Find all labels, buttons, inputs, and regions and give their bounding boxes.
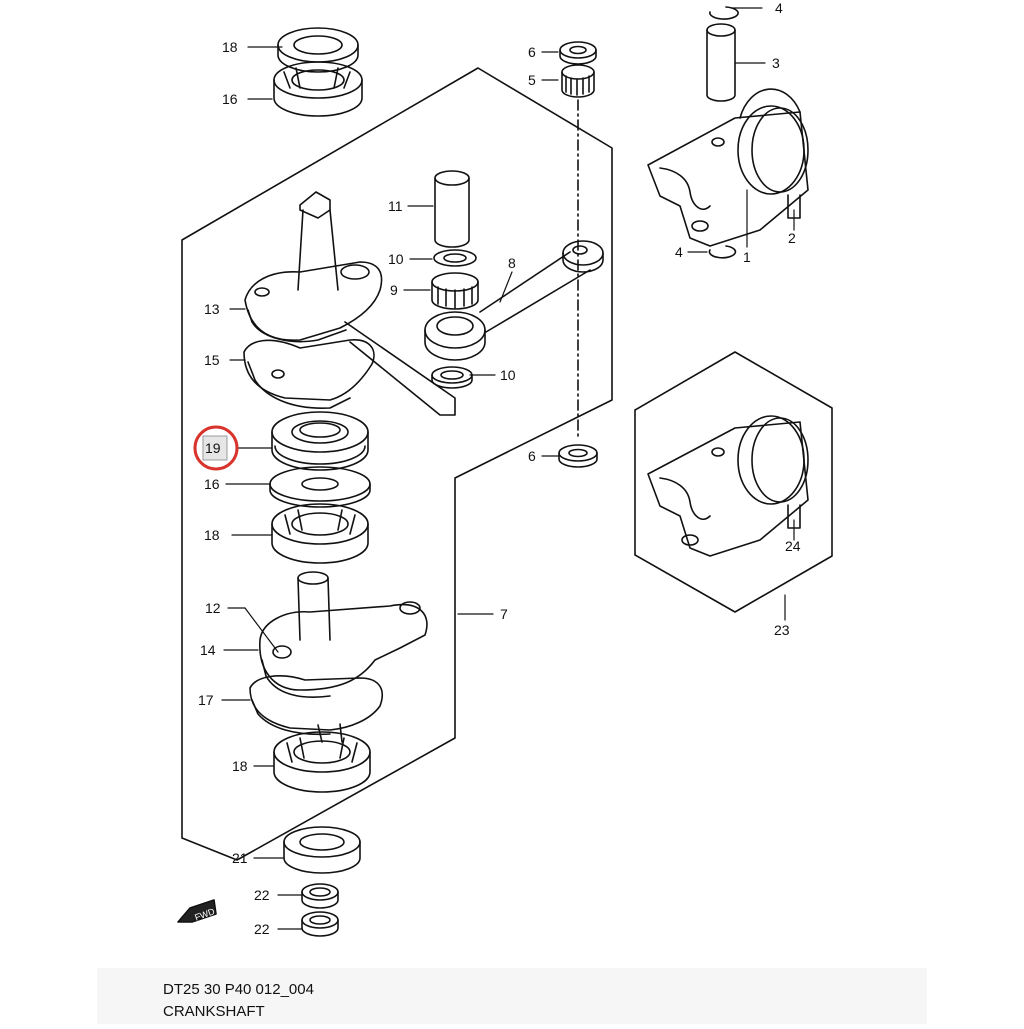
small-seal-part-lower (301, 911, 339, 937)
caption-band (97, 968, 927, 1024)
callout-20[interactable]: 18 (222, 39, 238, 55)
callout-21[interactable]: 21 (232, 850, 248, 866)
piston-kit-part (647, 415, 809, 557)
diagram-title: CRANKSHAFT (163, 1003, 265, 1020)
thrust-washer-part (433, 249, 477, 267)
callout-8[interactable]: 8 (508, 255, 516, 271)
callout-17[interactable]: 17 (198, 692, 214, 708)
callout-4-bottom[interactable]: 4 (675, 244, 683, 260)
callout-19[interactable]: 19 (205, 440, 221, 456)
callout-5[interactable]: 5 (528, 72, 536, 88)
callout-18-top[interactable]: 16 (222, 91, 238, 107)
forward-arrow-icon: FWD (177, 899, 217, 923)
callout-11[interactable]: 11 (388, 198, 403, 214)
seal-ring-part (269, 466, 371, 508)
small-seal-part-upper (301, 883, 339, 909)
callout-15[interactable]: 15 (204, 352, 220, 368)
labyrinth-seal-part (271, 411, 369, 471)
callout-23[interactable]: 23 (774, 622, 790, 638)
assembly-frame (181, 67, 613, 861)
callout-9[interactable]: 9 (390, 282, 398, 298)
crank-pin-part (434, 170, 470, 248)
piston-kit-frame (634, 351, 833, 613)
lower-crankshaft-part (249, 571, 428, 743)
callout-22-top[interactable]: 22 (254, 887, 270, 903)
washer-part (559, 41, 597, 65)
highlight-circle (193, 425, 239, 471)
callout-12[interactable]: 12 (205, 600, 221, 616)
callout-4-top[interactable]: 4 (775, 0, 783, 16)
circlip-part-bottom (708, 245, 737, 259)
upper-crankshaft-part (243, 191, 456, 416)
lower-bearing-part (273, 731, 371, 793)
callout-6-top[interactable]: 6 (528, 44, 536, 60)
callout-24[interactable]: 24 (785, 538, 801, 554)
thrust-washer-part-lower (431, 366, 473, 389)
piston-pin-part (706, 23, 736, 102)
callout-18-bottom[interactable]: 18 (232, 758, 248, 774)
big-end-bearing-part (431, 272, 479, 310)
diagram-code: DT25 30 P40 012_004 (163, 981, 314, 998)
callout-16[interactable]: 16 (204, 476, 220, 492)
connecting-rod-part (424, 240, 604, 361)
callout-10-bottom[interactable]: 10 (500, 367, 516, 383)
callout-10-top[interactable]: 10 (388, 251, 404, 267)
circlip-part-top (709, 6, 739, 20)
callout-3[interactable]: 3 (772, 55, 780, 71)
bearing-part (273, 61, 363, 117)
center-bearing-part (271, 503, 369, 564)
leader-lines (221, 7, 795, 930)
callout-22-bottom[interactable]: 22 (254, 921, 270, 937)
callout-18-middle[interactable]: 18 (204, 527, 220, 543)
piston-part (647, 88, 809, 247)
callout-7[interactable]: 7 (500, 606, 508, 622)
callout-2[interactable]: 2 (788, 230, 796, 246)
callout-labels: 18 16 6 5 4 3 2 1 4 11 10 9 8 10 6 13 15… (198, 0, 801, 937)
callout-6-bottom[interactable]: 6 (528, 448, 536, 464)
callout-13[interactable]: 13 (204, 301, 220, 317)
highlight-box (202, 435, 228, 461)
washer-part-lower (558, 444, 598, 468)
callout-1[interactable]: 1 (743, 249, 751, 265)
callout-14[interactable]: 14 (200, 642, 216, 658)
needle-bearing-part (561, 64, 595, 98)
lower-oil-seal-part (283, 826, 361, 874)
